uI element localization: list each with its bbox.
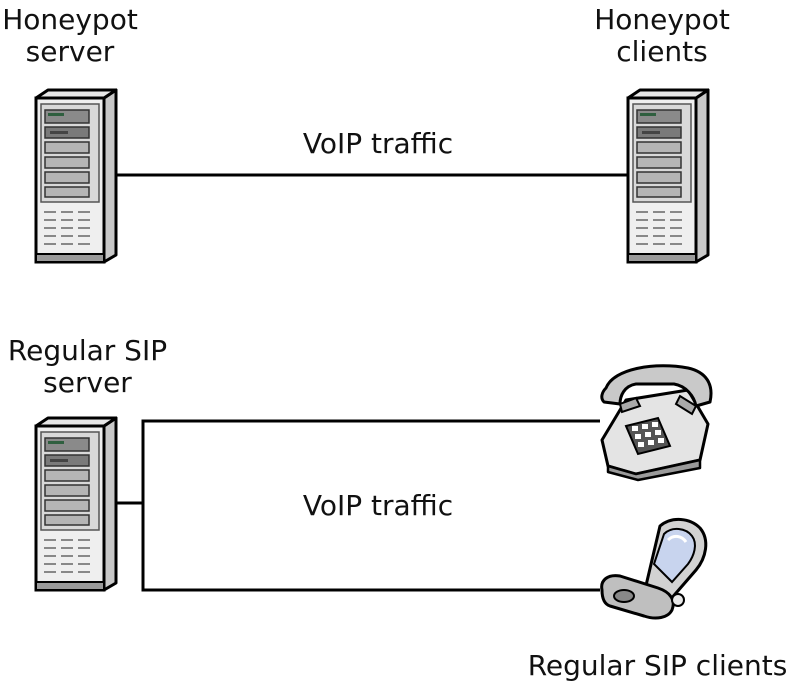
regular-server-label-line1: Regular SIP: [7, 334, 168, 367]
honeypot-clients-label-line2: clients: [616, 35, 708, 68]
honeypot-clients-label: Honeypot clients: [592, 4, 732, 68]
bottom-traffic-lines: [116, 419, 600, 592]
regular-server-label-line2: server: [43, 366, 132, 399]
honeypot-server-icon: [34, 88, 118, 264]
regular-clients-label: Regular SIP clients: [527, 649, 788, 682]
bottom-traffic-label: VoIP traffic: [302, 489, 454, 522]
regular-server-label: Regular SIP server: [0, 335, 175, 399]
mobile-phone-icon: [600, 518, 708, 620]
honeypot-server-label: Honeypot server: [0, 4, 140, 68]
regular-sip-server-icon: [34, 416, 118, 592]
honeypot-clients-label-line1: Honeypot: [594, 3, 730, 36]
honeypot-server-label-line2: server: [25, 35, 115, 68]
desk-phone-icon: [600, 364, 713, 482]
top-traffic-label: VoIP traffic: [302, 127, 454, 160]
honeypot-clients-icon: [626, 88, 710, 264]
honeypot-server-label-line1: Honeypot: [2, 3, 138, 36]
